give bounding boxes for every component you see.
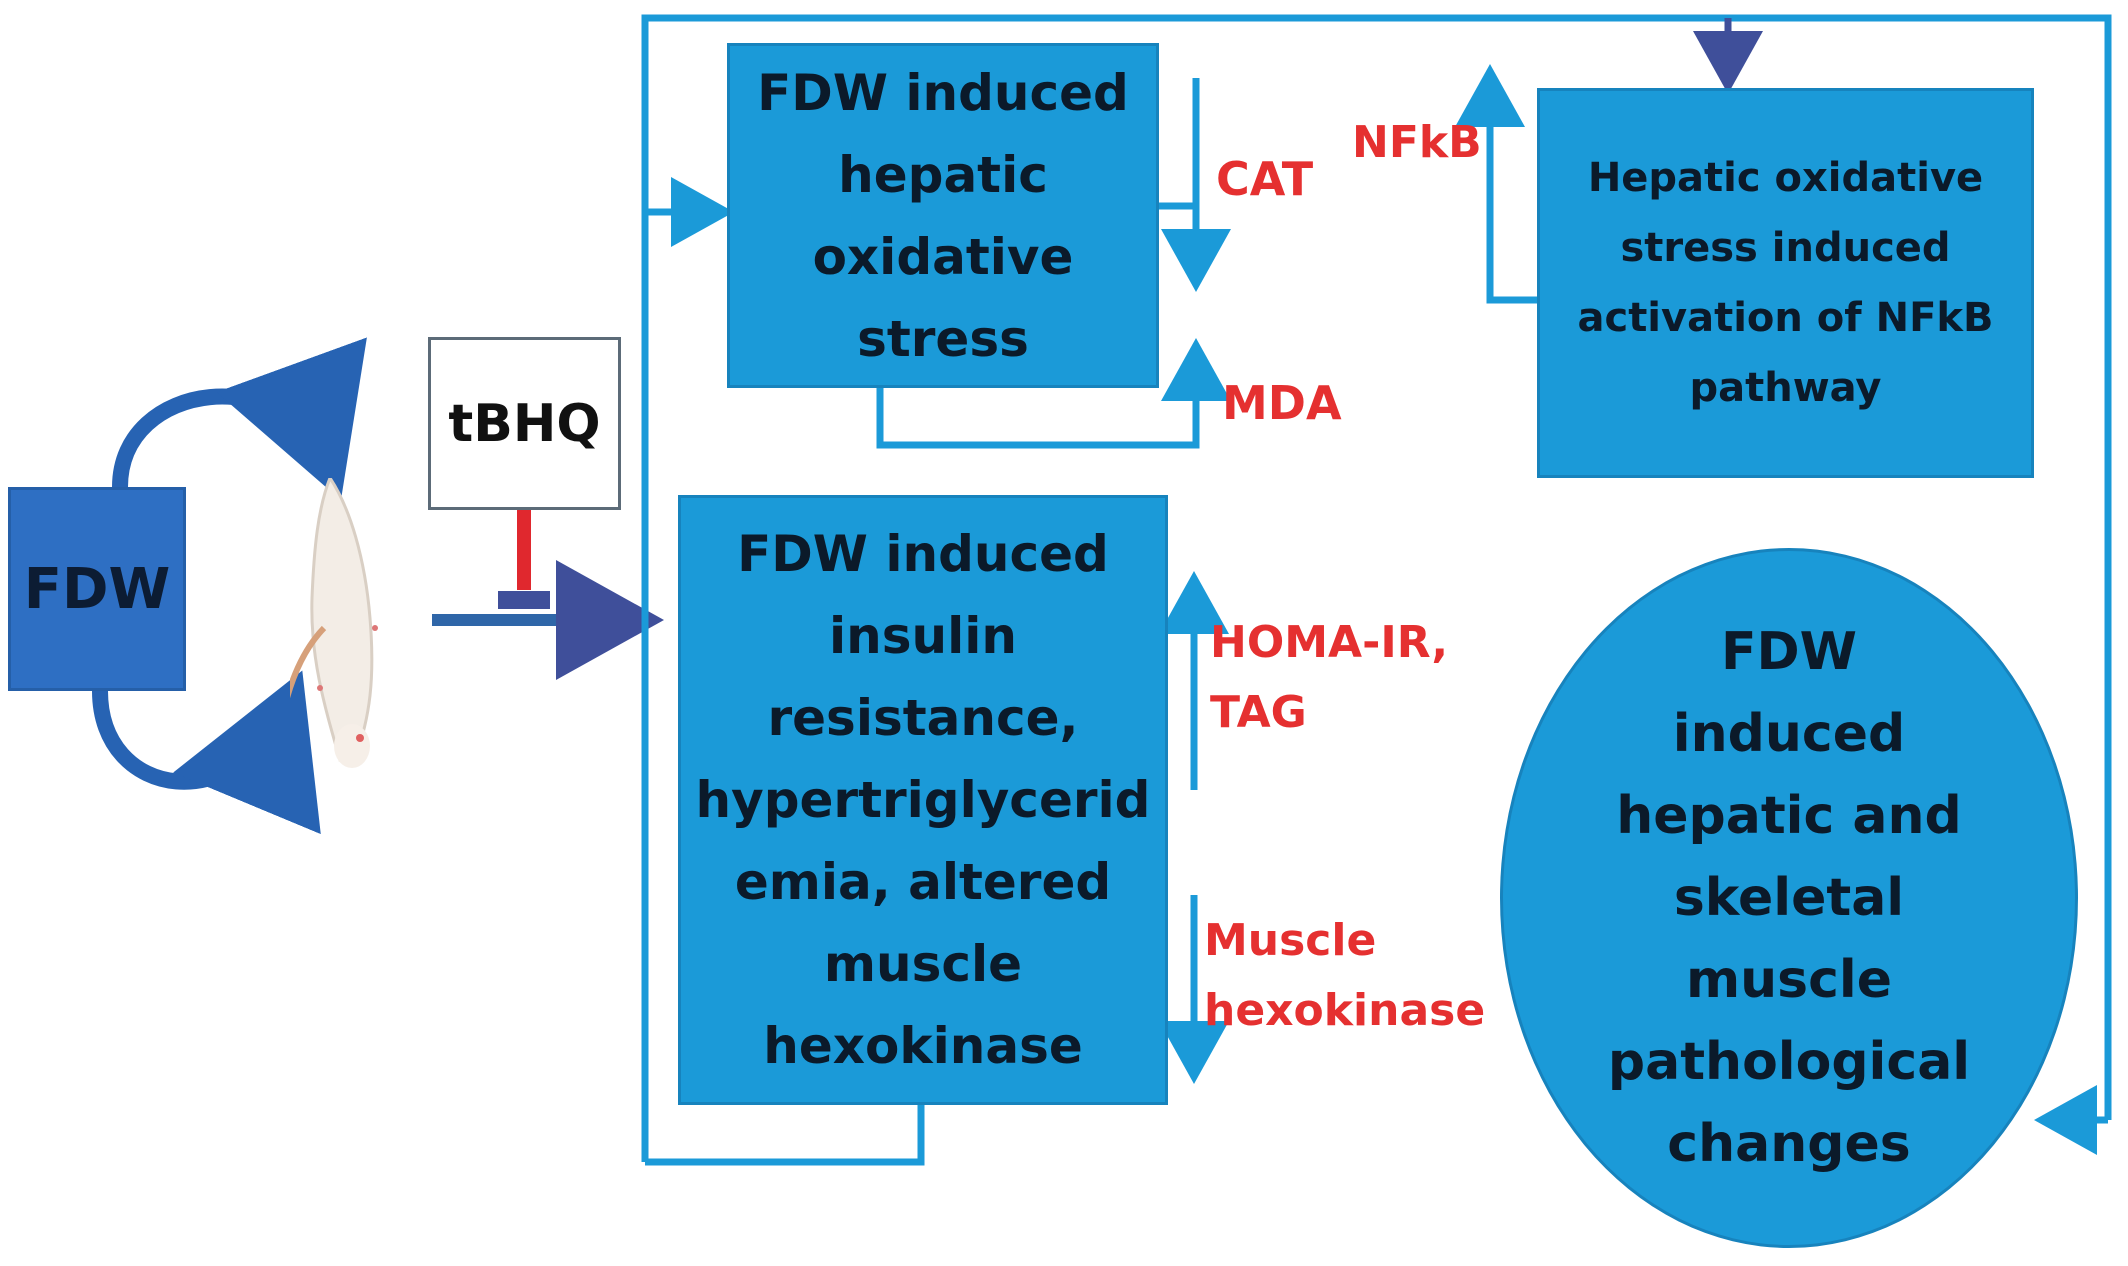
- outcome-ellipse: FDW induced hepatic and skeletal muscle …: [1500, 548, 2078, 1248]
- outer-loop: [641, 14, 2112, 1162]
- nfkb-marker-label: NFkB: [1352, 117, 1482, 168]
- insulin-return: [645, 1105, 925, 1166]
- homa-tag-marker-label: HOMA-IR, TAG: [1210, 617, 1449, 738]
- cycle-arrow-bottom: [92, 670, 321, 835]
- tbhq-box: tBHQ: [428, 337, 621, 510]
- insulin-resistance-box: FDW induced insulin resistance, hypertri…: [678, 495, 1168, 1105]
- muscle-hexokinase-marker-label: Muscle hexokinase: [1204, 915, 1486, 1036]
- rat-image: [290, 478, 378, 768]
- cycle-arrow-top: [112, 337, 367, 501]
- mda-arrow: [876, 338, 1231, 449]
- tbhq-label: tBHQ: [448, 393, 601, 454]
- oxidative-stress-box: FDW induced hepatic oxidative stress: [727, 43, 1159, 388]
- insulin-resistance-label: FDW induced insulin resistance, hypertri…: [695, 525, 1151, 1075]
- cat-marker-label: CAT: [1216, 152, 1314, 206]
- mda-marker-label: MDA: [1222, 376, 1342, 430]
- nfkb-activation-box: Hepatic oxidative stress induced activat…: [1537, 88, 2034, 478]
- fdw-box: FDW: [8, 487, 186, 691]
- outcome-label: FDW induced hepatic and skeletal muscle …: [1607, 622, 1971, 1174]
- nfkb-arrow: [1455, 64, 1537, 304]
- fdw-label: FDW: [23, 556, 171, 622]
- nfkb-activation-label: Hepatic oxidative stress induced activat…: [1577, 155, 1994, 411]
- oxidative-stress-label: FDW induced hepatic oxidative stress: [757, 63, 1129, 368]
